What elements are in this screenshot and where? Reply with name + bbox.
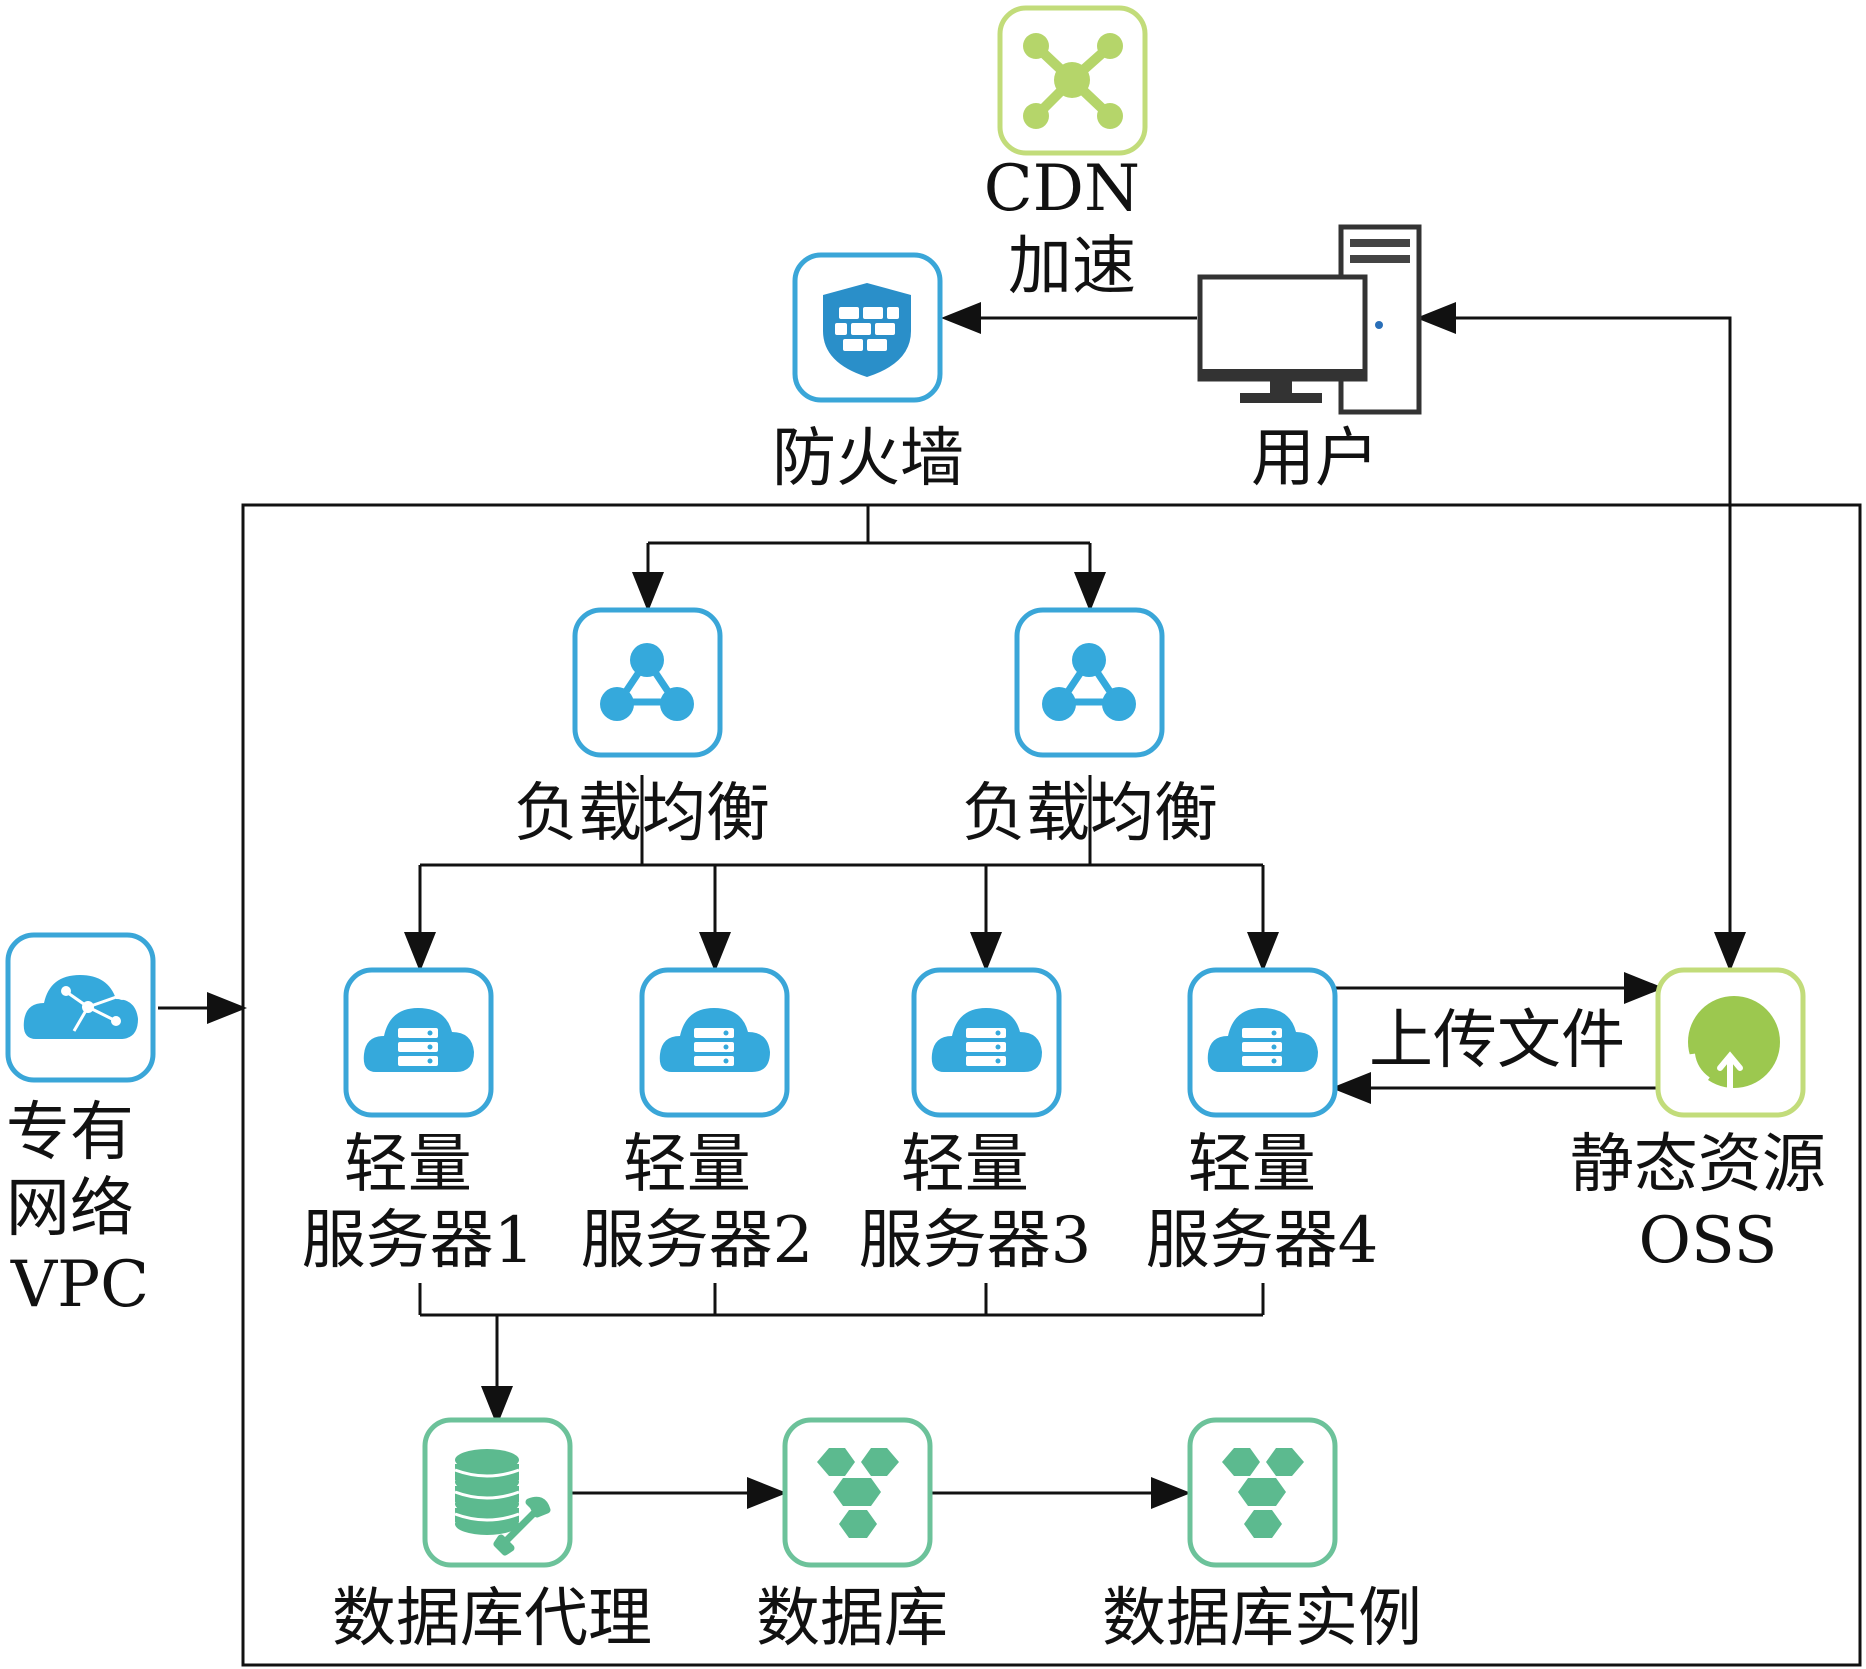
cloud-server-icon (639, 967, 790, 1118)
load-balancer-icon (1014, 607, 1165, 758)
server4-label-line2: 服务器4 (1146, 1204, 1379, 1278)
database-proxy-icon (422, 1417, 573, 1568)
server3-label-line1: 轻量 (901, 1128, 1029, 1202)
vpc-label: 专有 网络 VPC (6, 1096, 154, 1322)
server1-label-line1: 轻量 (344, 1128, 472, 1202)
upload-label: 上传文件 (1369, 1004, 1625, 1078)
oss-label-line1: 静态资源 (1570, 1128, 1826, 1202)
cloud-server-icon (911, 967, 1062, 1118)
firewall-label: 防火墙 (772, 422, 964, 496)
db-label: 数据库 (756, 1582, 948, 1656)
user-label: 用户 (1251, 422, 1379, 496)
firewall-shield-icon (792, 252, 943, 403)
cdn-label: CDN 加速 (984, 152, 1161, 304)
server4-label-line1: 轻量 (1188, 1128, 1316, 1202)
lb1-label: 负载均衡 (514, 777, 770, 851)
server2-label-line2: 服务器2 (581, 1204, 814, 1278)
server1-label-line2: 服务器1 (302, 1204, 535, 1278)
database-hexagon-icon (1187, 1417, 1338, 1568)
vpc-label-line2: 网络 (6, 1172, 134, 1246)
load-balancer-icon (572, 607, 723, 758)
database-hexagon-icon (782, 1417, 933, 1568)
vpc-boundary (241, 503, 1862, 1667)
db-instance-label: 数据库实例 (1102, 1582, 1422, 1656)
oss-upload-icon (1655, 967, 1806, 1118)
server2-label: 轻量 服务器2 (581, 1128, 814, 1278)
edge-oss-user (1416, 302, 1746, 972)
cloud-server-icon (343, 967, 494, 1118)
server3-label: 轻量 服务器3 (859, 1128, 1092, 1278)
db-proxy-label: 数据库代理 (332, 1582, 652, 1656)
cdn-label-line2: 加速 (1008, 230, 1136, 304)
server2-label-line1: 轻量 (623, 1128, 751, 1202)
server1-label: 轻量 服务器1 (302, 1128, 535, 1278)
vpc-label-line3: VPC (10, 1248, 149, 1322)
oss-label-line2: OSS (1638, 1204, 1777, 1278)
cloud-server-icon (1187, 967, 1338, 1118)
desktop-computer-icon (1197, 224, 1422, 415)
vpc-cloud-network-icon (5, 932, 156, 1083)
oss-label: 静态资源 OSS (1570, 1128, 1846, 1278)
vpc-label-line1: 专有 (6, 1096, 134, 1170)
server4-label: 轻量 服务器4 (1146, 1128, 1379, 1278)
cdn-hub-icon (997, 5, 1148, 156)
lb2-label: 负载均衡 (962, 777, 1218, 851)
server3-label-line2: 服务器3 (859, 1204, 1092, 1278)
cdn-label-line1: CDN (984, 152, 1140, 226)
